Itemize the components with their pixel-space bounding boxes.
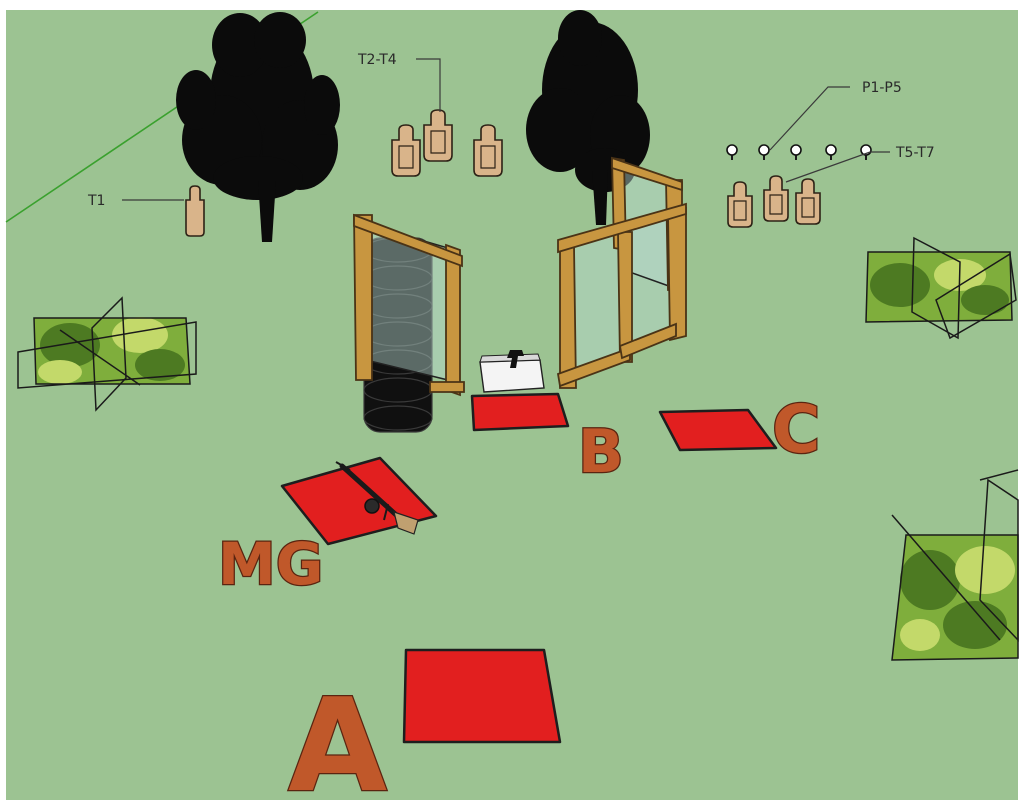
callout-t2-t4: T2-T4 (357, 52, 397, 68)
targets-t5-t7 (728, 176, 820, 227)
bay-label-b: B (578, 417, 624, 487)
bay-label-c: C (772, 391, 820, 468)
callout-p1-p5: P1-P5 (862, 80, 902, 96)
pad-b (472, 394, 568, 430)
bay-label-a: A (288, 672, 387, 806)
callout-t1: T1 (87, 193, 105, 209)
callout-t5-t7: T5-T7 (895, 145, 935, 161)
table-pistol (480, 350, 544, 392)
bay-label-mg: MG (218, 530, 323, 598)
pad-a (404, 650, 560, 742)
